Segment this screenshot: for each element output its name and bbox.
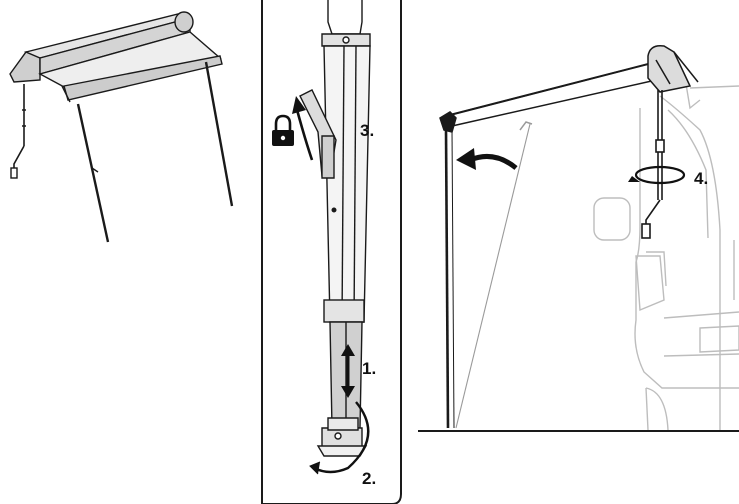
open-direction-arrow-icon bbox=[456, 148, 518, 170]
leg-detail-panel: 1. 2. 3. bbox=[261, 0, 402, 504]
car-awning-illustration: 4. bbox=[418, 44, 739, 432]
vehicle-rear-outline bbox=[593, 83, 739, 431]
step-2-label: 2. bbox=[362, 469, 376, 488]
awning-fabric bbox=[439, 61, 657, 429]
lever-close-arrow-icon bbox=[292, 96, 314, 161]
step-1-label: 1. bbox=[362, 359, 376, 378]
awning-housing bbox=[647, 44, 699, 93]
awning-overview-illustration bbox=[9, 11, 234, 243]
leg-illustration bbox=[299, 0, 371, 457]
step-4-label: 4. bbox=[694, 169, 708, 188]
foot-rotate-arrow-icon bbox=[309, 401, 370, 475]
padlock-icon bbox=[272, 114, 294, 146]
crank-handle bbox=[641, 90, 665, 239]
crank-rotate-arrow-icon bbox=[628, 165, 686, 185]
extend-arrow-icon bbox=[341, 344, 355, 398]
step-3-label: 3. bbox=[360, 121, 374, 140]
